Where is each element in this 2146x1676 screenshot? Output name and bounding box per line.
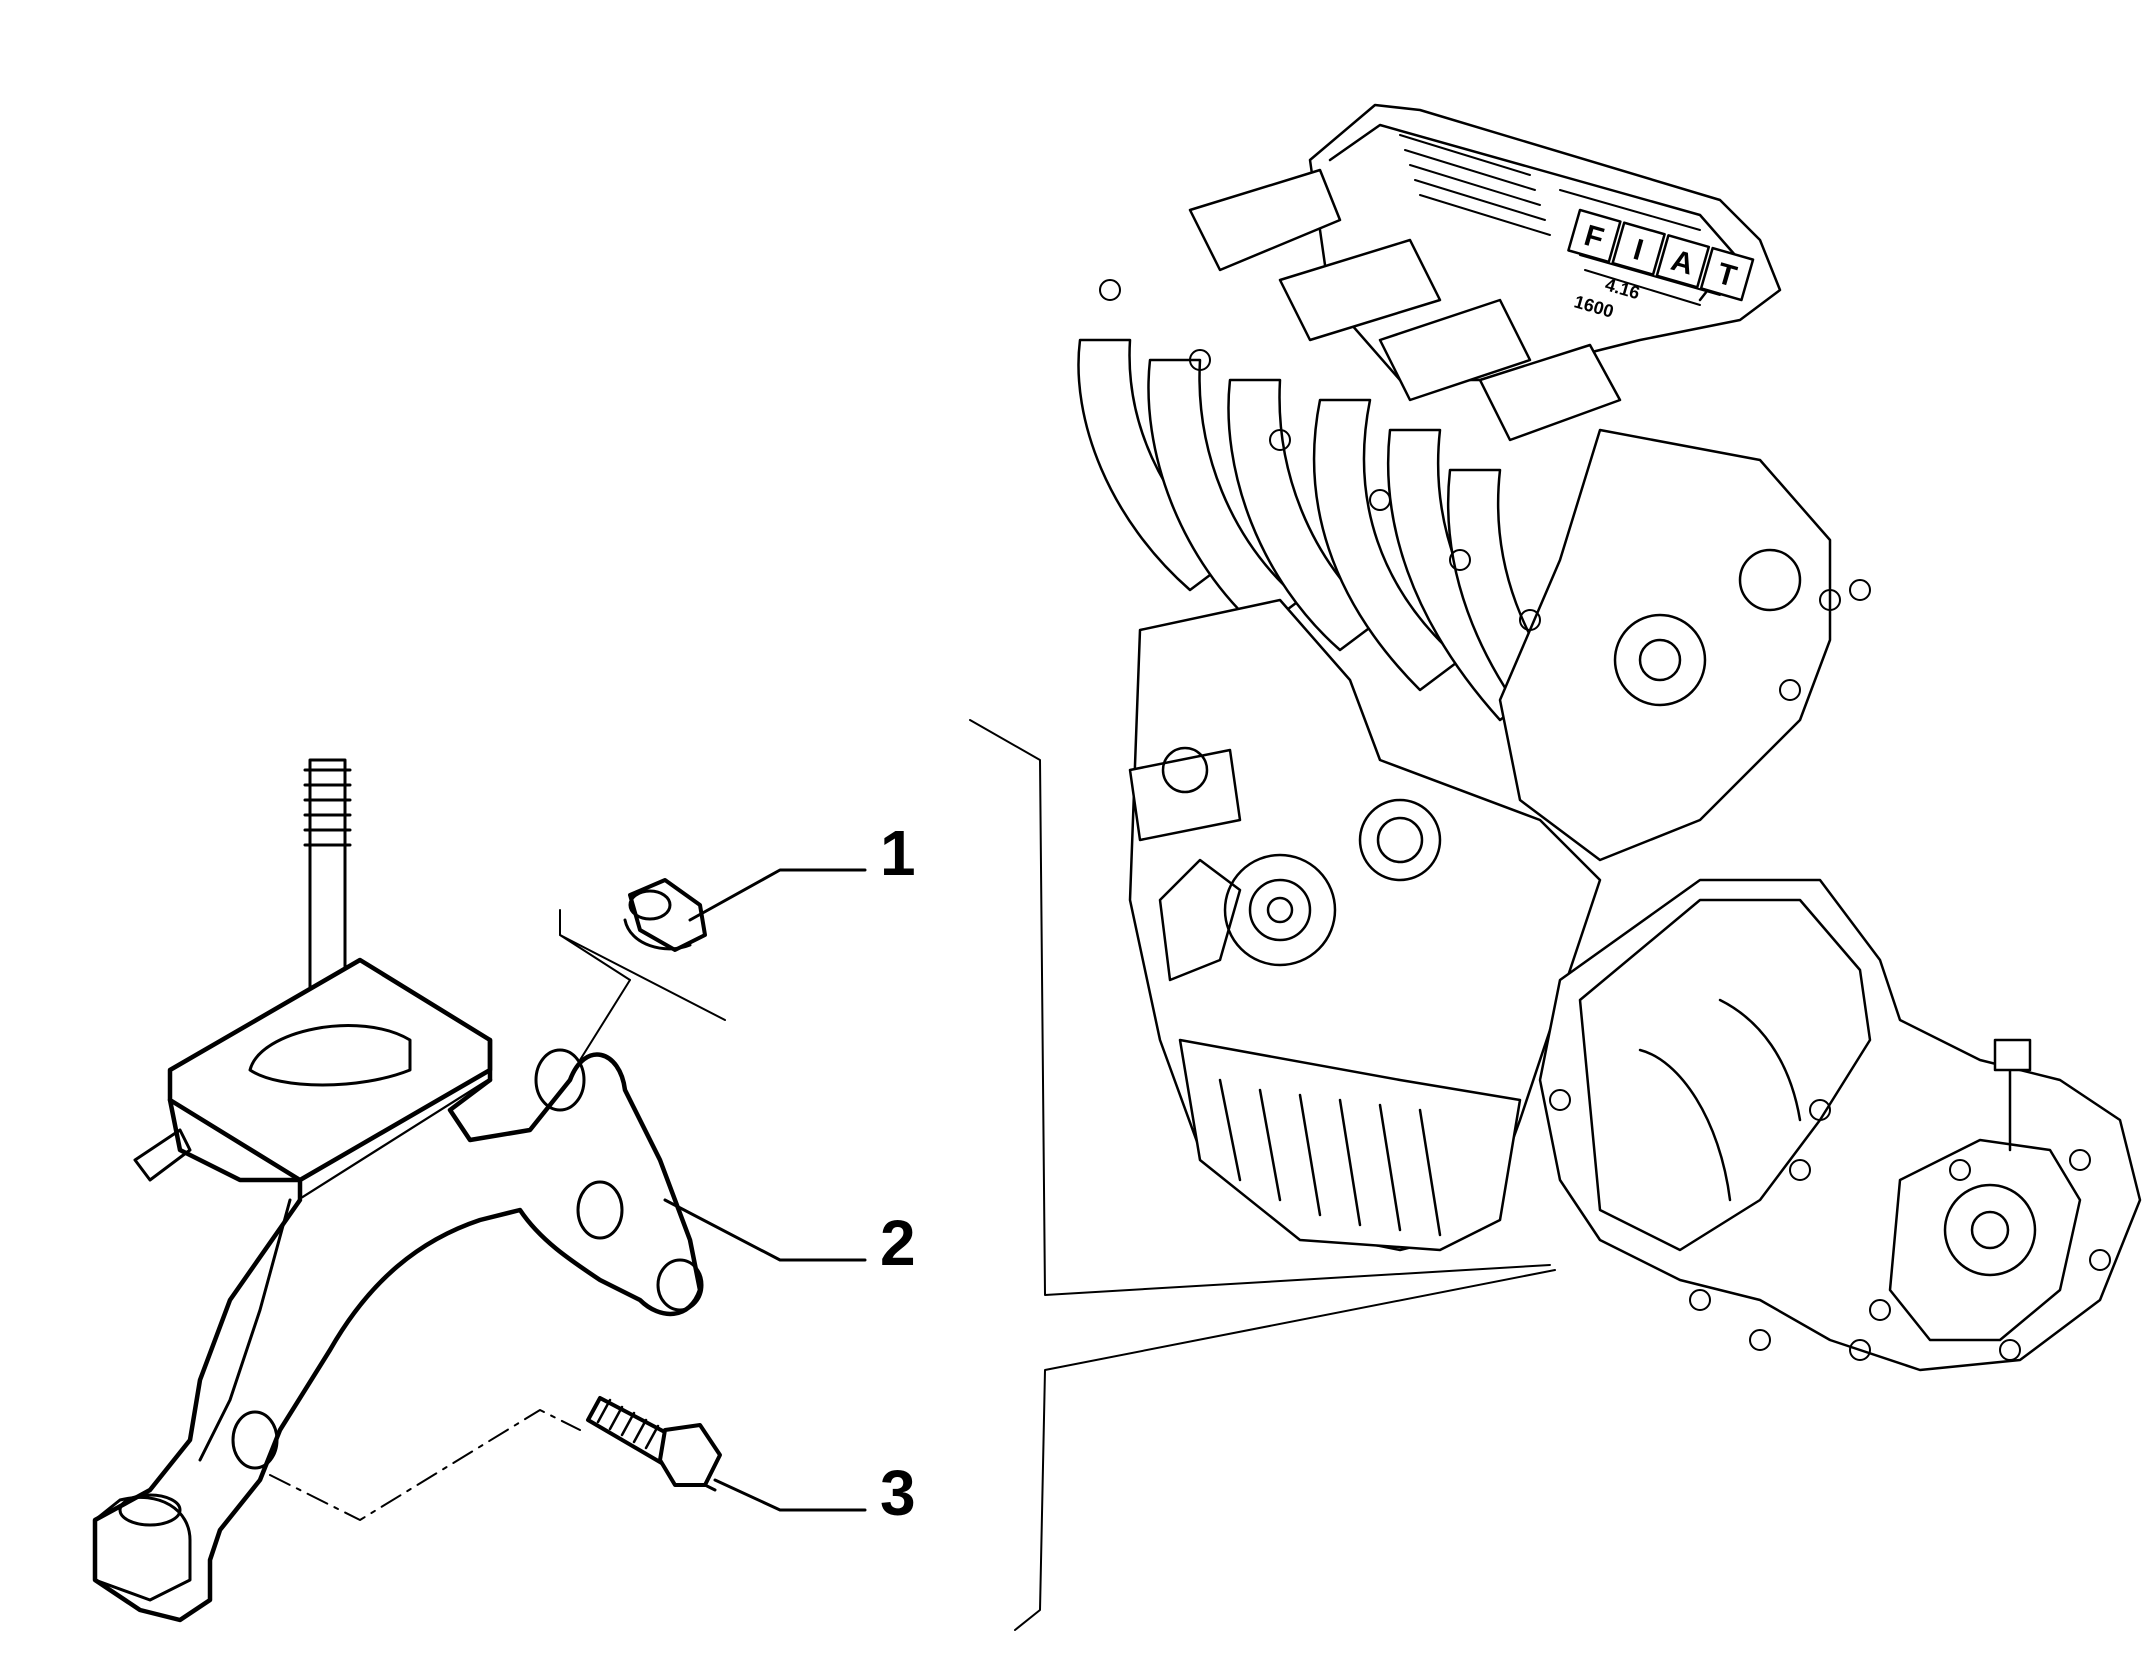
callout-number-1: 1 <box>880 817 916 889</box>
callout-number-2: 2 <box>880 1207 916 1279</box>
callout-leader-1 <box>688 868 867 922</box>
flange-bolt <box>586 1396 722 1492</box>
callout-leader-2 <box>663 1198 867 1262</box>
callout-number-3: 3 <box>880 1457 916 1529</box>
engine-assembly-illustration <box>1077 103 2142 1372</box>
flange-nut <box>623 878 707 952</box>
callout-leader-3 <box>713 1478 867 1512</box>
assembly-lines <box>269 719 1556 1631</box>
fiat-badge <box>1567 208 1755 302</box>
callout-leaders <box>663 868 867 1512</box>
gearbox-mount-bracket <box>92 758 704 1623</box>
